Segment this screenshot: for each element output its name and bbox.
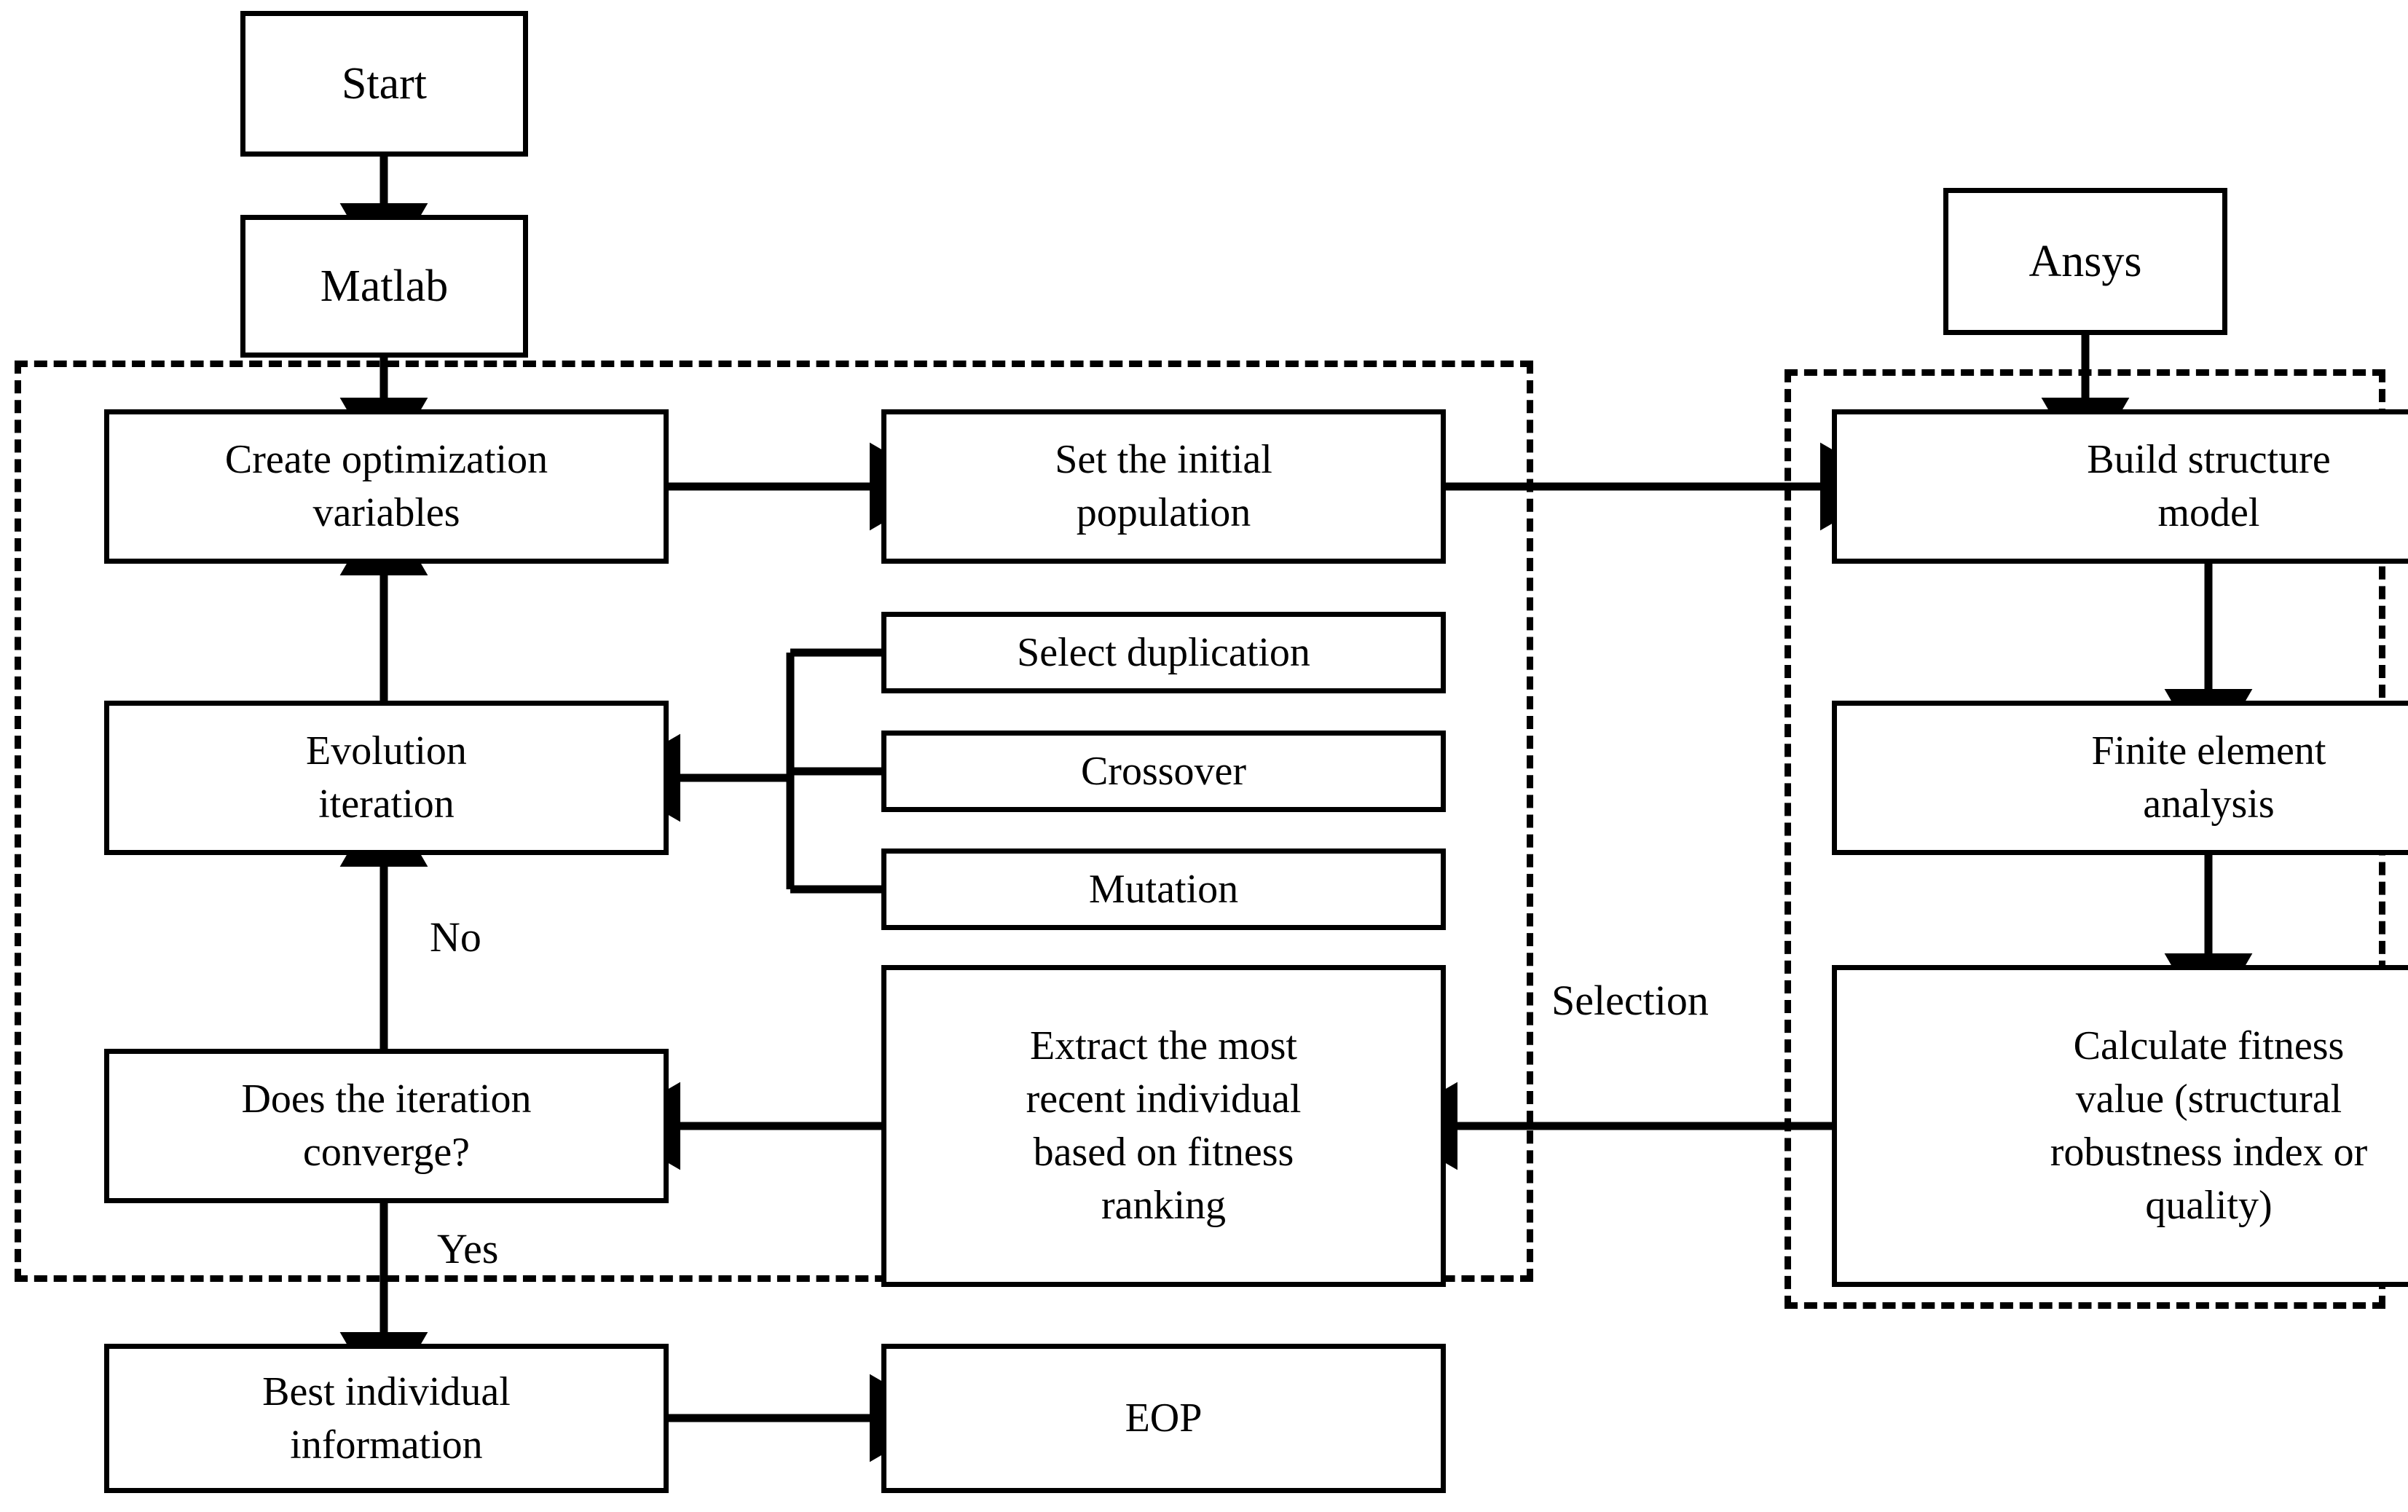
node-start[interactable]: Start [240,11,528,157]
node-crossover-label: Crossover [1080,748,1247,794]
node-build-structure-model[interactable]: Build structure model [1832,409,2408,564]
node-build-structure-model-label: Build structure model [2087,437,2331,535]
node-set-initial-population[interactable]: Set the initial population [881,409,1446,564]
node-create-optimization-variables-label: Create optimization variables [224,437,548,535]
node-eop[interactable]: EOP [881,1344,1446,1493]
edge-label-yes: Yes [437,1225,499,1272]
operator-bracket [786,648,881,894]
edge-label-no: No [430,913,481,961]
node-crossover[interactable]: Crossover [881,731,1446,812]
node-evolution-iteration-label: Evolution iteration [306,728,467,827]
node-eop-label: EOP [1125,1395,1203,1441]
edge-label-selection: Selection [1551,977,1709,1024]
node-set-initial-population-label: Set the initial population [1055,437,1272,535]
node-matlab-label: Matlab [320,261,449,311]
node-best-individual-information-label: Best individual information [262,1369,511,1468]
node-calculate-fitness-value[interactable]: Calculate fitness value (structural robu… [1832,965,2408,1287]
node-calculate-fitness-value-label: Calculate fitness value (structural robu… [2050,1023,2368,1228]
node-select-duplication[interactable]: Select duplication [881,612,1446,693]
node-ansys-label: Ansys [2029,236,2142,286]
node-best-individual-information[interactable]: Best individual information [104,1344,669,1493]
node-does-iteration-converge-label: Does the iteration converge? [241,1076,532,1175]
node-mutation-label: Mutation [1088,866,1239,912]
node-evolution-iteration[interactable]: Evolution iteration [104,701,669,855]
node-matlab[interactable]: Matlab [240,215,528,358]
node-create-optimization-variables[interactable]: Create optimization variables [104,409,669,564]
node-mutation[interactable]: Mutation [881,848,1446,930]
node-start-label: Start [341,58,428,109]
node-ansys[interactable]: Ansys [1943,188,2227,335]
node-extract-most-recent-individual[interactable]: Extract the most recent individual based… [881,965,1446,1287]
node-does-iteration-converge[interactable]: Does the iteration converge? [104,1049,669,1203]
node-finite-element-analysis-label: Finite element analysis [2091,728,2326,827]
node-select-duplication-label: Select duplication [1017,629,1310,675]
node-finite-element-analysis[interactable]: Finite element analysis [1832,701,2408,855]
node-extract-most-recent-individual-label: Extract the most recent individual based… [1026,1023,1302,1228]
